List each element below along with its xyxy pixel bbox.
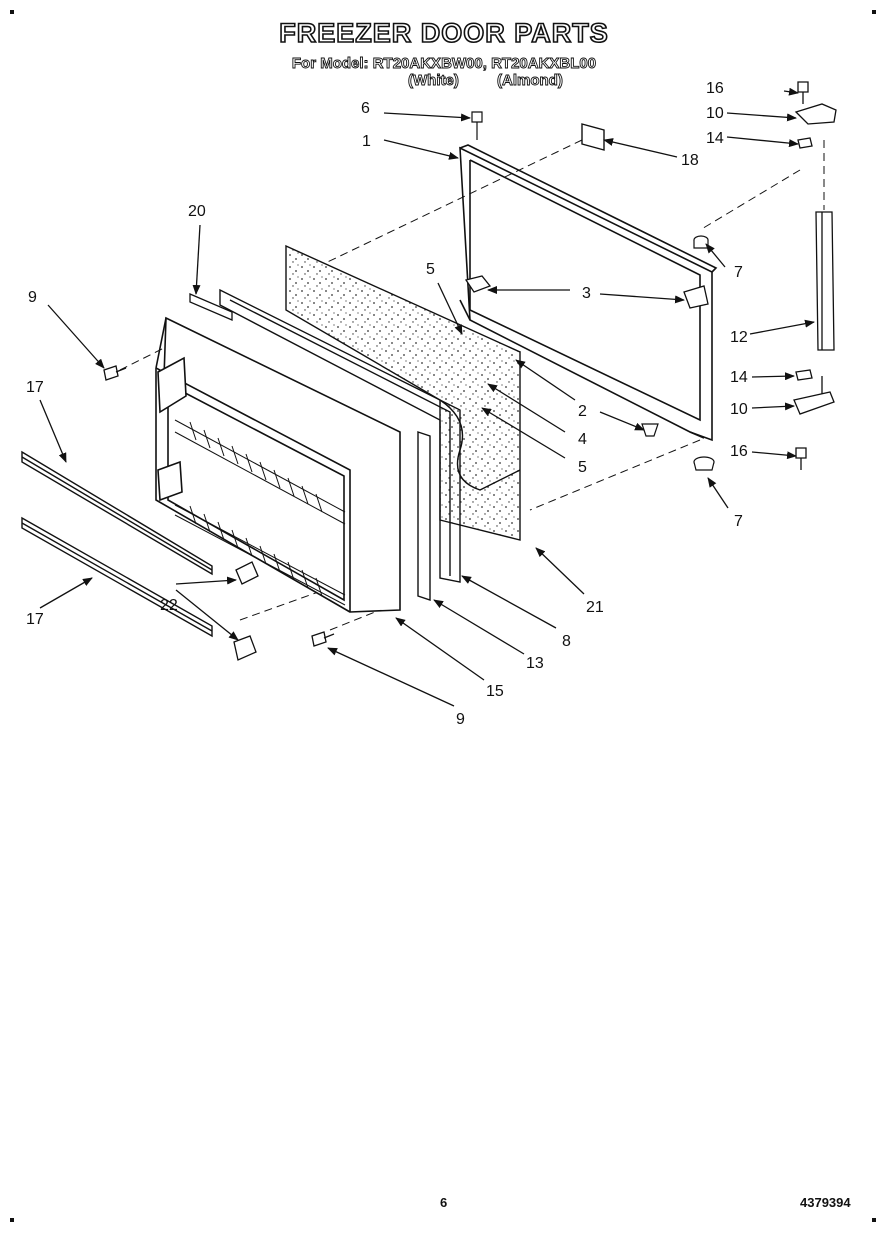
callout-10-upper: 10 bbox=[706, 105, 724, 122]
callout-16-lower: 16 bbox=[730, 443, 748, 460]
callout-17-lower: 17 bbox=[26, 611, 44, 628]
callout-15: 15 bbox=[486, 683, 504, 700]
callout-9-bottom: 9 bbox=[456, 711, 465, 728]
corner-mark-bottom-left bbox=[10, 1218, 14, 1222]
part-label-patch bbox=[581, 123, 605, 151]
callout-3: 3 bbox=[582, 285, 591, 302]
callout-13: 13 bbox=[526, 655, 544, 672]
part-end-caps bbox=[233, 561, 259, 661]
callout-8: 8 bbox=[562, 633, 571, 650]
corner-mark-bottom-right bbox=[872, 1218, 876, 1222]
part-door-shelf-bars bbox=[21, 450, 213, 638]
part-door-liner bbox=[155, 316, 401, 613]
callout-labels: 1 2 3 4 5 5 6 7 7 8 9 9 10 10 12 13 14 1… bbox=[26, 80, 748, 728]
callout-12: 12 bbox=[730, 329, 748, 346]
callout-7-lower: 7 bbox=[734, 513, 743, 530]
part-hinges bbox=[793, 81, 837, 470]
callout-7-upper: 7 bbox=[734, 264, 743, 281]
callout-21: 21 bbox=[586, 599, 604, 616]
callout-22: 22 bbox=[160, 597, 178, 614]
page-title: FREEZER DOOR PARTS bbox=[278, 17, 609, 49]
callout-1: 1 bbox=[362, 133, 371, 150]
leader-arrows bbox=[39, 87, 815, 707]
callout-4: 4 bbox=[578, 431, 587, 448]
callout-16-upper: 16 bbox=[706, 80, 724, 97]
callout-18: 18 bbox=[681, 152, 699, 169]
callout-14-upper: 14 bbox=[706, 130, 724, 147]
part-gasket bbox=[219, 288, 461, 601]
part-seal-strip bbox=[189, 293, 233, 321]
callout-5-upper: 5 bbox=[426, 261, 435, 278]
corner-mark-top-right bbox=[872, 10, 876, 14]
callout-17-upper: 17 bbox=[26, 379, 44, 396]
callout-10-lower: 10 bbox=[730, 401, 748, 418]
callout-20: 20 bbox=[188, 203, 206, 220]
document-number: 4379394 bbox=[800, 1195, 851, 1210]
model-line: For Model: RT20AKXBW00, RT20AKXBL00 bbox=[291, 55, 597, 73]
corner-mark-top-left bbox=[10, 10, 14, 14]
callout-9-left: 9 bbox=[28, 289, 37, 306]
part-door-frame bbox=[459, 144, 718, 442]
callout-6: 6 bbox=[361, 100, 370, 117]
callout-14-lower: 14 bbox=[730, 369, 748, 386]
liner-shelf-ribs bbox=[174, 419, 346, 606]
callout-5-lower: 5 bbox=[578, 459, 587, 476]
variant-white: (White) bbox=[408, 72, 460, 90]
variant-almond: (Almond) bbox=[497, 72, 564, 90]
part-screws bbox=[103, 365, 335, 647]
page-number: 6 bbox=[440, 1195, 448, 1210]
callout-2: 2 bbox=[578, 403, 587, 420]
